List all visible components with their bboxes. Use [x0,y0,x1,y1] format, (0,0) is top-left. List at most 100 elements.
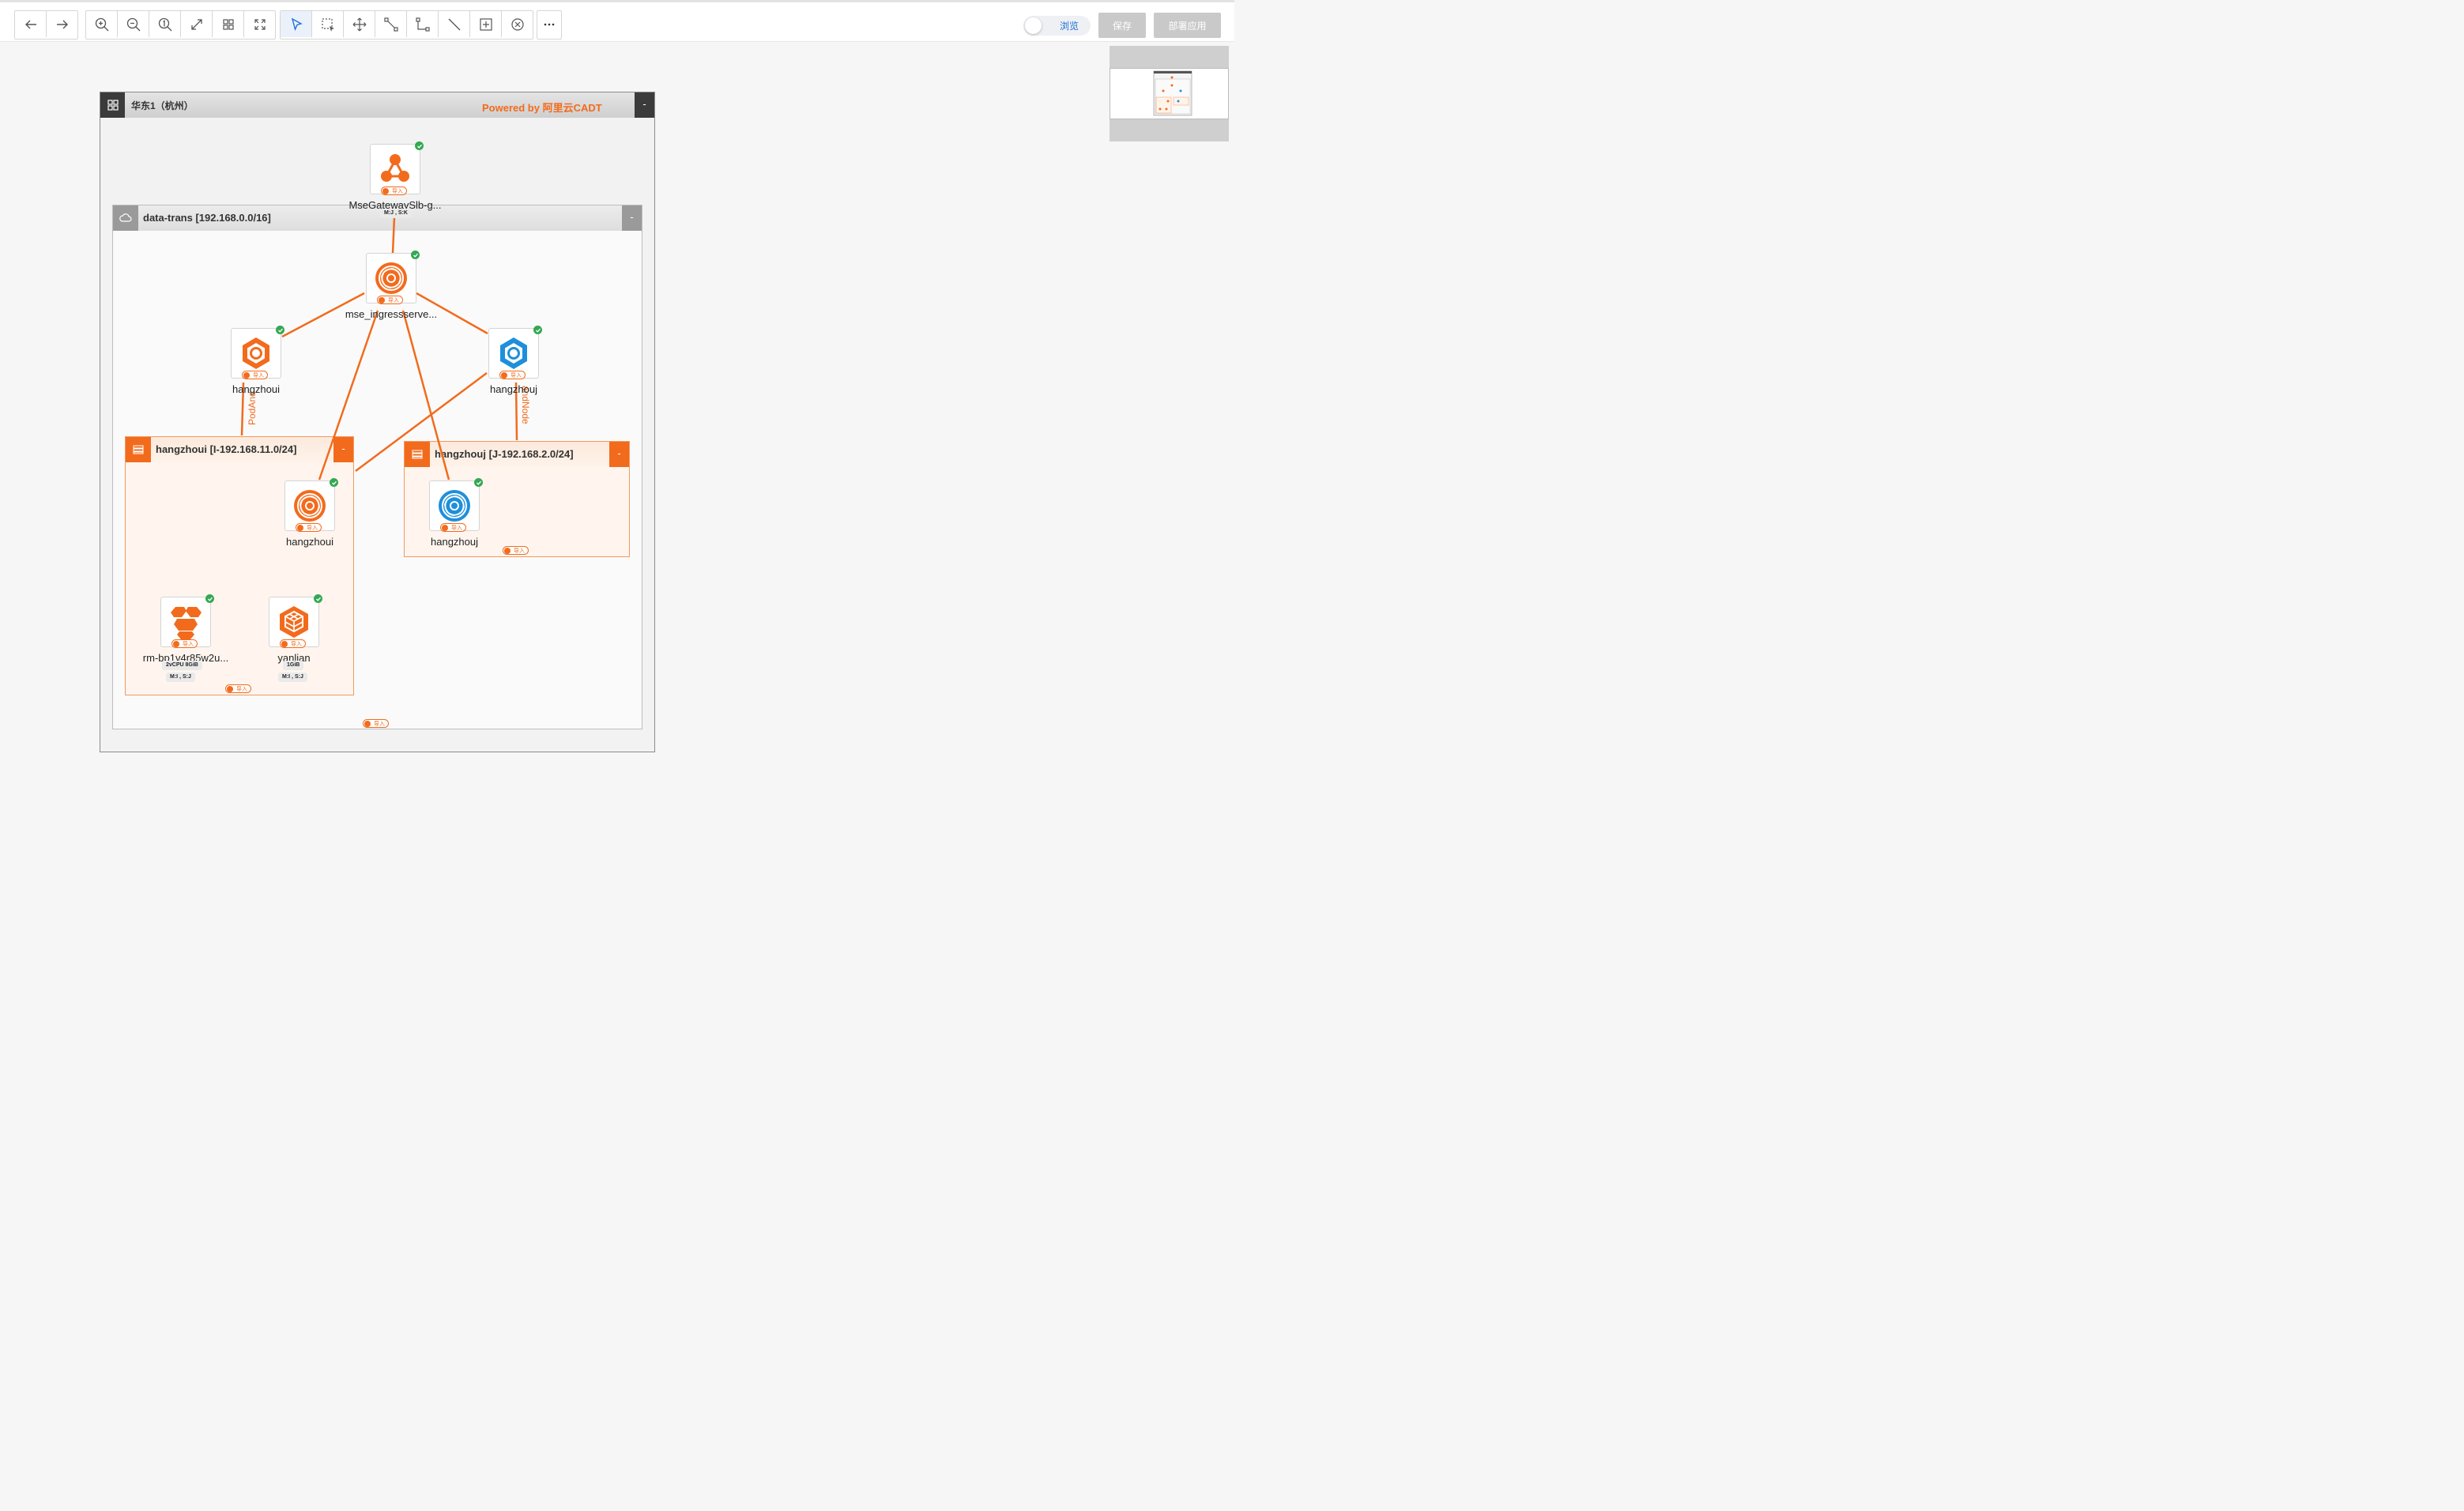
import-badge[interactable]: 导入 [280,639,306,648]
node-label: hangzhouj [490,383,537,395]
import-dot-icon [501,371,507,379]
elbow-connector-button[interactable] [407,11,439,37]
import-badge[interactable]: 导入 [499,371,526,379]
line-icon [448,18,460,30]
node-hangzhouj-service[interactable]: 导入 hangzhouj [429,478,483,548]
edge-node-to-vswitch-j [514,382,518,441]
vswitch-collapse-button[interactable]: - [609,442,629,467]
hexagon-node-icon [500,337,527,369]
vswitch-title: hangzhoui [I-192.168.11.0/24] [156,443,297,455]
import-label: 导入 [307,525,318,531]
node-tag: M:I , S:J [278,673,307,682]
arrow-right-icon [56,20,68,28]
more-button[interactable] [537,11,561,37]
undo-button[interactable] [15,11,47,37]
add-group-button[interactable] [470,11,502,37]
zoom-out-button[interactable] [118,11,149,37]
fit-screen-button[interactable] [181,11,213,37]
minimap-viewport[interactable] [1110,68,1229,119]
region-collapse-button[interactable]: - [635,92,654,118]
save-button[interactable]: 保存 [1098,13,1146,38]
node-hangzhouj-hex[interactable]: 导入 hangzhouj [488,326,542,395]
node-tag: 2vCPU 8GiB [162,661,202,670]
swirl-service-icon [439,490,470,522]
elbow-connector-icon [415,17,430,32]
toggle-knob [1025,17,1042,34]
grid-icon [222,18,234,30]
status-check-icon [415,141,424,150]
browse-label: 浏览 [1060,21,1079,32]
mse-ingress-icon [375,262,407,294]
minimap[interactable] [1110,46,1229,141]
vswitch-collapse-button[interactable]: - [333,437,353,462]
region-grid-icon [100,92,125,118]
import-badge[interactable]: 导入 [440,523,466,532]
connections-layer [240,217,518,480]
node-icon-box [429,480,480,531]
vpc-import-badge[interactable]: 导入 [363,719,389,728]
node-yanlian[interactable]: 导入 yanlian 1GiB M:I , S:J [269,594,322,682]
import-label: 导入 [392,188,403,194]
node-label: hangzhoui [232,383,280,395]
zoom-group [85,10,276,40]
import-label: 导入 [183,641,194,647]
import-dot-icon [382,187,389,194]
swirl-service-icon [294,490,326,522]
status-check-icon [474,478,483,487]
import-badge[interactable]: 导入 [377,296,403,304]
import-label: 导入 [374,721,385,727]
import-label: 导入 [291,641,302,647]
status-check-icon [276,326,284,334]
select-tool-button[interactable] [281,11,312,37]
zoom-in-button[interactable] [86,11,118,37]
vpc-collapse-button[interactable]: - [622,205,642,231]
import-badge[interactable]: 导入 [171,639,198,648]
status-check-icon [330,478,338,487]
arrow-left-icon [24,20,36,28]
import-label: 导入 [451,525,462,531]
region-header: 华东1（杭州） Powered by 阿里云CADT - [100,92,654,118]
vswitch-hangzhoui[interactable]: hangzhoui [I-192.168.11.0/24] - [125,436,354,695]
auto-layout-button[interactable] [213,11,244,37]
node-tag: 1GiB [283,661,304,670]
history-group [14,10,78,40]
import-badge[interactable]: 导入 [242,371,268,379]
move-icon [352,17,366,31]
node-tag: M:J , S:K [380,209,412,218]
connect-tool-button[interactable] [375,11,407,37]
more-icon [544,23,555,25]
node-mse-ingress[interactable]: 导入 mse_ingressserve... [345,251,437,320]
import-dot-icon [227,685,233,692]
status-check-icon [205,594,214,603]
browse-toggle[interactable]: 浏览 [1023,16,1091,36]
node-rds[interactable]: 导入 rm-bp1v4r85w2u... 2vCPU 8GiB M:I , S:… [143,594,228,682]
node-icon-box [231,328,281,379]
toolbar: 浏览 保存 部署应用 [0,0,1234,42]
fullscreen-button[interactable] [244,11,275,37]
node-hangzhoui-hex[interactable]: 导入 hangzhoui [231,326,284,395]
node-hangzhoui-service[interactable]: 导入 hangzhoui [284,478,338,548]
region-title: 华东1（杭州） [131,100,194,111]
import-badge[interactable]: 导入 [296,523,322,532]
vpc-header: data-trans [192.168.0.0/16] - [113,205,642,231]
delete-button[interactable] [502,11,533,37]
pan-tool-button[interactable] [344,11,375,37]
rds-icon [171,607,202,639]
import-dot-icon [379,296,385,303]
node-mse-gateway-slb[interactable]: 导入 MseGatewaySlb-g... M:J , S:K [349,141,442,218]
edge-ingress-to-hangzhouj-service [401,310,450,480]
redo-button[interactable] [47,11,77,37]
vswitch-j-import-badge[interactable]: 导入 [503,546,529,555]
close-circle-icon [511,17,524,31]
connector-icon [383,17,398,32]
vswitch-i-import-badge[interactable]: 导入 [225,684,251,693]
box-select-button[interactable] [312,11,344,37]
vswitch-hangzhouj[interactable]: hangzhouj [J-192.168.2.0/24] - [404,441,630,557]
deploy-button[interactable]: 部署应用 [1154,13,1221,38]
zoom-actual-button[interactable] [149,11,181,37]
zoom-in-icon [95,17,108,31]
import-dot-icon [504,547,511,554]
line-tool-button[interactable] [439,11,470,37]
node-icon-box [488,328,539,379]
import-badge[interactable]: 导入 [381,187,407,195]
